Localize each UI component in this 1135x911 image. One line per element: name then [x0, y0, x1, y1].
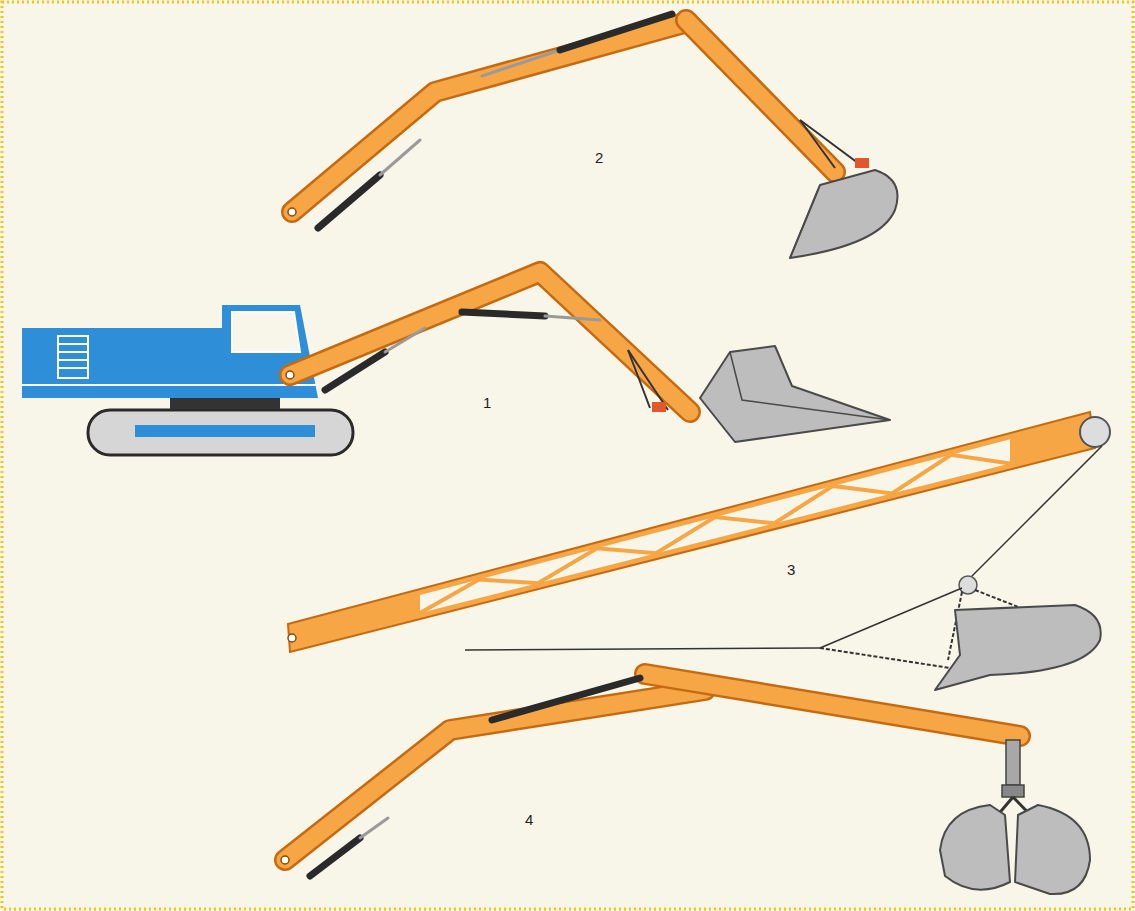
excavator-machine	[22, 272, 890, 455]
callout-number: 3	[787, 562, 795, 577]
grille	[58, 336, 88, 378]
grille-bars	[58, 343, 88, 345]
stick	[686, 20, 835, 172]
sheave	[959, 576, 977, 594]
stick	[645, 674, 1020, 736]
bucket-link	[800, 120, 835, 168]
pivot	[288, 634, 296, 642]
rotator-cylinder	[1006, 740, 1020, 785]
pivot	[288, 208, 296, 216]
cab-window	[232, 312, 300, 352]
rope	[820, 588, 962, 648]
stick-cylinder	[492, 678, 640, 720]
cylinder-rod	[380, 140, 420, 175]
drag-rope	[465, 648, 820, 650]
backhoe-attachment	[288, 14, 898, 258]
bucket-cylinder	[462, 312, 545, 316]
cylinder-rod	[385, 328, 425, 352]
drag-chain	[820, 648, 950, 668]
bucket-edge	[790, 190, 818, 258]
lattice-gap	[420, 439, 1010, 613]
boom	[290, 272, 690, 412]
boom	[292, 22, 688, 212]
bucket-link	[628, 350, 668, 410]
grille-bars	[58, 367, 88, 369]
stick	[686, 20, 835, 172]
boom	[290, 272, 690, 412]
clamshell-half	[940, 805, 1010, 890]
cylinder-rod	[482, 50, 560, 76]
boom-cylinder	[318, 175, 380, 228]
body-stripe	[22, 384, 318, 386]
grille-bars	[58, 359, 88, 361]
bucket-edge	[730, 352, 890, 420]
link-bracket	[652, 402, 666, 412]
boom	[292, 22, 688, 212]
hoist-rope	[970, 446, 1102, 578]
crawler-track	[88, 410, 353, 455]
boom	[285, 690, 705, 860]
pulley	[1080, 417, 1110, 447]
stick-cylinder	[560, 14, 672, 50]
clamshell-half	[1015, 805, 1090, 894]
lattice-struts	[420, 455, 1010, 613]
clamshell-attachment	[281, 674, 1090, 894]
grille-bars	[58, 351, 88, 353]
dragline-attachment	[288, 412, 1110, 690]
stick	[645, 674, 1020, 736]
rotator-head	[1002, 785, 1024, 797]
upper-structure	[22, 328, 227, 398]
track-frame	[135, 425, 315, 437]
boom-cylinder	[310, 838, 360, 876]
lattice-strut	[420, 455, 1010, 613]
shovel-bucket	[700, 346, 890, 442]
boom	[285, 690, 705, 860]
cylinder-rod	[360, 818, 388, 838]
link-bracket	[855, 158, 869, 168]
callout-number: 2	[595, 150, 603, 165]
bucket-link	[800, 120, 862, 166]
pivot	[286, 371, 294, 379]
cylinder-rod	[545, 316, 600, 320]
pivot	[281, 856, 289, 864]
dragline-bucket	[935, 605, 1101, 690]
boom-cylinder	[325, 352, 385, 390]
grille-bars	[58, 344, 88, 368]
callout-number: 1	[483, 395, 491, 410]
backhoe-bucket	[790, 170, 898, 258]
callout-number: 4	[525, 812, 533, 827]
